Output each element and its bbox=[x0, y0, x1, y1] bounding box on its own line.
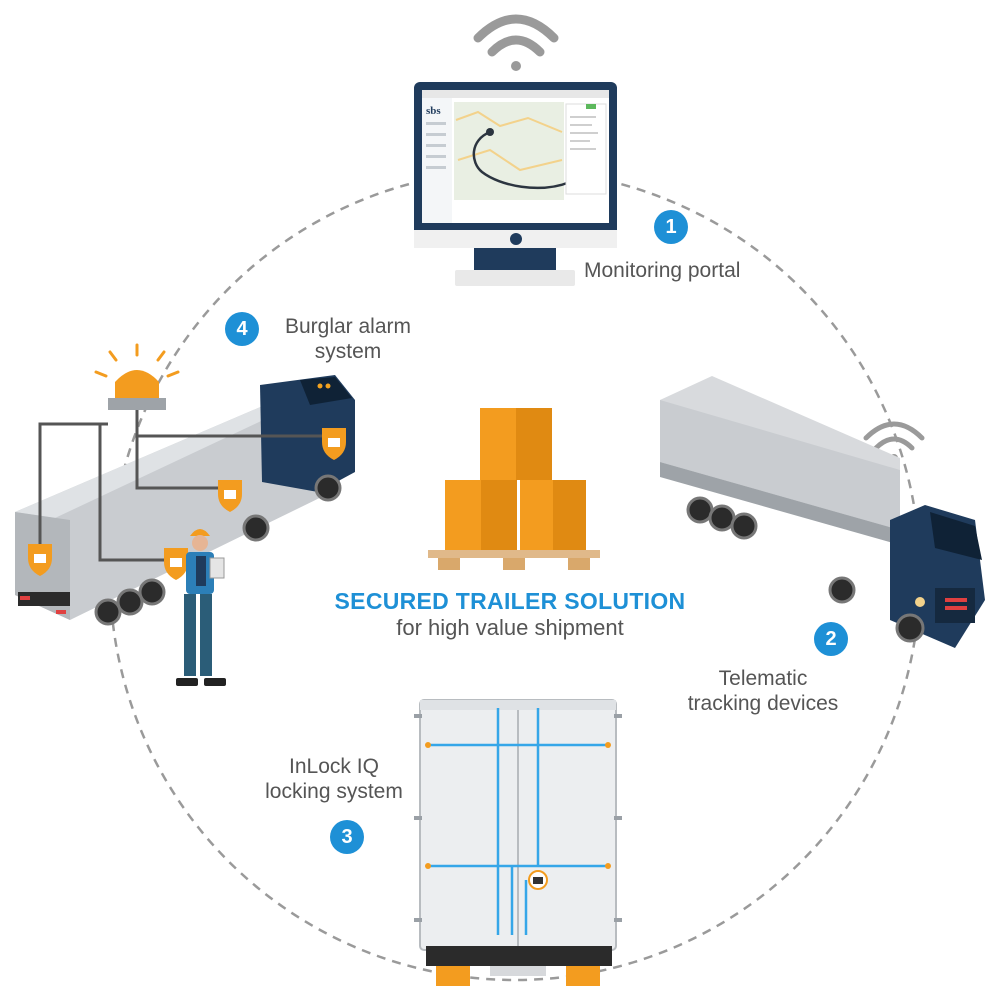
step-4-badge: 4 bbox=[225, 312, 259, 346]
step-4-label-line1: Burglar alarm bbox=[284, 315, 412, 338]
step-3-badge: 3 bbox=[330, 820, 364, 854]
monitoring-portal-monitor: sbs bbox=[414, 14, 617, 286]
wifi-icon bbox=[473, 14, 559, 71]
step-4-label-line2: system bbox=[314, 340, 382, 363]
step-2-badge: 2 bbox=[814, 622, 848, 656]
portal-logo: sbs bbox=[426, 105, 441, 117]
padlock-icon bbox=[218, 480, 242, 512]
box-icon bbox=[480, 408, 552, 480]
inlock-trailer-rear bbox=[414, 699, 622, 986]
tracking-truck bbox=[660, 376, 985, 648]
step-3-label: InLock IQ locking system bbox=[248, 754, 420, 804]
diagram-title: SECURED TRAILER SOLUTION bbox=[334, 588, 686, 614]
padlock-icon bbox=[164, 548, 188, 580]
cargo-boxes bbox=[428, 408, 600, 570]
alarm-beacon-icon bbox=[94, 343, 180, 410]
padlock-icon bbox=[322, 428, 346, 460]
step-4-label: Burglar alarm system bbox=[268, 314, 428, 364]
center-title-block: SECURED TRAILER SOLUTION for high value … bbox=[300, 587, 720, 641]
diagram-subtitle: for high value shipment bbox=[396, 615, 624, 640]
box-icon bbox=[520, 480, 586, 550]
step-3-label-line2: locking system bbox=[265, 780, 403, 803]
step-3-label-line1: InLock IQ bbox=[289, 755, 379, 778]
step-1-badge: 1 bbox=[654, 210, 688, 244]
step-2-label-line1: Telematic bbox=[718, 667, 808, 690]
step-1-label: Monitoring portal bbox=[584, 259, 741, 282]
step-2-label-line2: tracking devices bbox=[687, 692, 839, 715]
alarm-truck bbox=[15, 343, 355, 686]
worker-figure bbox=[176, 529, 226, 686]
step-2-label: Telematic tracking devices bbox=[668, 666, 858, 716]
box-icon bbox=[445, 480, 517, 550]
padlock-icon bbox=[28, 544, 52, 576]
